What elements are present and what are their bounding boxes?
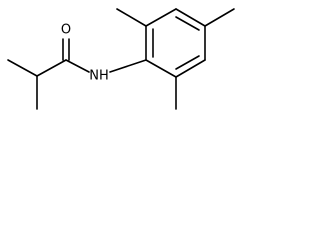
ring-bond-c5-c6-inner — [175, 55, 200, 70]
atom-nitrogen-label: NH — [89, 69, 109, 84]
ring-bond-c3-c4 — [175, 8, 206, 27]
bond-carbonyl-to-nitrogen — [65, 59, 90, 73]
molecule-structure-canvas: O NH — [0, 0, 250, 128]
ring-bond-c2-c3 — [145, 8, 177, 27]
molecule-structure: O NH — [7, 8, 235, 110]
bond-ch-to-carbonyl-carbon — [36, 59, 67, 77]
ring-bond-c3-c4-inner — [175, 16, 200, 31]
bond-methyl-ortho-top — [116, 8, 147, 27]
atom-oxygen-label: O — [61, 23, 71, 38]
ring-bond-c5-c6 — [175, 59, 206, 78]
ring-bond-c6-c1 — [145, 59, 177, 78]
bond-nitrogen-to-ring — [109, 59, 147, 73]
bond-methyl-upper-to-ch — [7, 59, 38, 77]
bond-methyl-para — [204, 8, 235, 27]
